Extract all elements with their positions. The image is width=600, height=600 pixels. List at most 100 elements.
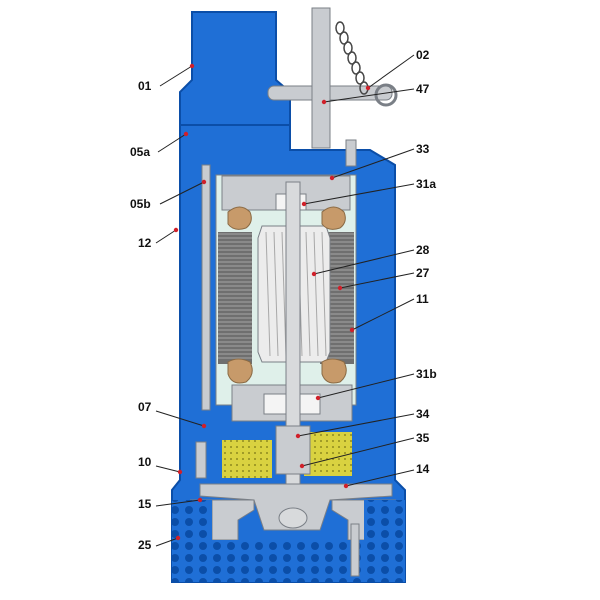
callout-28: 28 [311, 243, 430, 277]
marker-dot [337, 285, 343, 291]
marker-dot [311, 271, 317, 277]
callout-label: 05b [130, 197, 151, 211]
leader-line [303, 183, 415, 205]
callout-05b: 05b [130, 179, 207, 211]
leader-line [339, 272, 415, 289]
callout-31a: 31a [301, 177, 436, 207]
callout-05a: 05a [130, 131, 189, 159]
bolt-right [345, 139, 357, 167]
suction-strainer [172, 500, 212, 582]
callout-label: 07 [138, 400, 152, 414]
callout-label: 05a [130, 145, 150, 159]
callout-label: 34 [416, 407, 430, 421]
callout-25: 25 [138, 535, 181, 552]
callout-label: 28 [416, 243, 430, 257]
leader-line [155, 465, 181, 473]
mechanical-seal [275, 425, 311, 475]
leader-line [155, 410, 205, 427]
pump-body [171, 7, 406, 583]
callout-label: 11 [416, 292, 429, 306]
handle-post [311, 7, 331, 149]
leader-line [351, 298, 415, 331]
suction-strainer-bottom [212, 540, 364, 582]
callout-label: 31a [416, 177, 436, 191]
chain-link [351, 61, 361, 75]
chain-link [335, 21, 345, 35]
lifting-chain [335, 21, 369, 95]
oil-chamber-right [304, 432, 352, 476]
callout-15: 15 [138, 497, 203, 511]
chain-link [355, 71, 365, 85]
leader-line [331, 148, 415, 179]
callout-label: 10 [138, 455, 152, 469]
callout-label: 27 [416, 266, 430, 280]
callout-07: 07 [138, 400, 207, 429]
callout-27: 27 [337, 266, 430, 291]
tie-rod-left [201, 164, 211, 411]
leader-line [367, 54, 415, 89]
marker-dot [177, 469, 183, 475]
marker-dot [343, 483, 349, 489]
leader-line [159, 181, 205, 205]
marker-dot [175, 535, 181, 541]
callout-label: 02 [416, 48, 430, 62]
callout-33: 33 [329, 142, 430, 181]
marker-dot [295, 433, 301, 439]
coil-end-top-left [227, 206, 252, 230]
callout-35: 35 [299, 431, 430, 469]
rotor-bar [265, 231, 271, 357]
callout-02: 02 [365, 48, 430, 91]
callout-label: 33 [416, 142, 430, 156]
leader-line [155, 537, 179, 547]
marker-dot [315, 395, 321, 401]
marker-dot [201, 179, 207, 185]
oil-chamber-left [222, 440, 272, 478]
stator-winding-left [218, 232, 252, 364]
callout-31b: 31b [315, 367, 437, 401]
marker-dot [183, 131, 189, 137]
discharge-outlet [179, 11, 291, 126]
callout-34: 34 [295, 407, 430, 439]
callout-47: 47 [321, 82, 430, 105]
leader-line [323, 88, 415, 103]
chain-link [347, 51, 357, 65]
leader-line [313, 249, 415, 275]
leader-line [345, 469, 415, 487]
callout-label: 35 [416, 431, 430, 445]
callout-label: 47 [416, 82, 430, 96]
callout-01: 01 [138, 63, 195, 93]
bolt-bottom-right [350, 523, 360, 577]
callout-12: 12 [138, 227, 179, 250]
marker-dot [321, 99, 327, 105]
leader-line [155, 499, 201, 507]
callout-label: 25 [138, 538, 152, 552]
coil-end-top-right [321, 206, 346, 230]
rotor-bar [273, 231, 279, 357]
callout-11: 11 [349, 292, 429, 333]
rotor-bar [313, 231, 319, 357]
leader-line [155, 229, 177, 244]
handle-ring [374, 83, 398, 107]
coil-end-bottom-left [227, 358, 253, 384]
impeller-nut [278, 507, 308, 529]
marker-dot [197, 497, 203, 503]
callout-label: 01 [138, 79, 152, 93]
leader-line [297, 413, 415, 437]
bolt-left [195, 441, 207, 479]
impeller [199, 483, 393, 531]
marker-dot [189, 63, 195, 69]
leader-line [159, 65, 193, 87]
marker-dot [365, 85, 371, 91]
leader-line [301, 437, 415, 467]
chain-link [339, 31, 349, 45]
marker-dot [349, 327, 355, 333]
marker-dot [173, 227, 179, 233]
callout-label: 14 [416, 462, 430, 476]
marker-dot [299, 463, 305, 469]
callout-label: 12 [138, 236, 152, 250]
marker-dot [301, 201, 307, 207]
callout-labels: 01 02 47 05a 33 05b 31a 12 28 27 11 31b 07 34 35 10 14 15… [130, 48, 437, 552]
callout-label: 31b [416, 367, 437, 381]
callout-label: 15 [138, 497, 152, 511]
